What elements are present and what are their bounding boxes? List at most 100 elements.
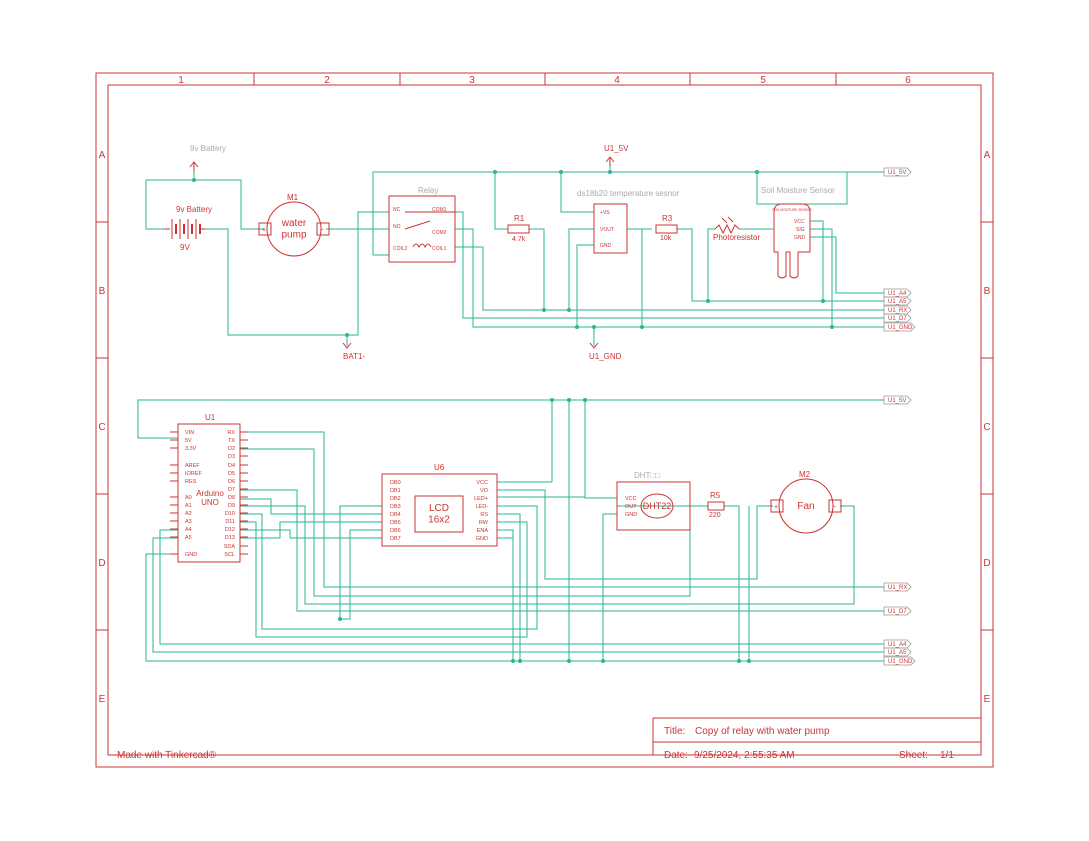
net-label-battery: 9v Battery <box>190 144 226 153</box>
arduino-pin-vin: VIN <box>185 430 194 436</box>
port-top-d7: U1_D7 <box>888 316 907 322</box>
arduino-pin-3v3: 3.3V <box>185 446 197 452</box>
grid-col-6: 6 <box>905 75 911 86</box>
relay-pin-com1: COM1 <box>432 207 447 213</box>
arduino-pin-d2: D2 <box>228 446 235 452</box>
r3-symbol <box>655 224 678 234</box>
arduino-pin-rx: RX <box>227 430 235 436</box>
junctions <box>192 170 834 663</box>
r1-ref: R1 <box>514 214 525 223</box>
arduino-pin-res: RES <box>185 479 197 485</box>
lcd-pin-ena: ENA <box>477 528 489 534</box>
relay-pin-com2: COM2 <box>432 230 447 236</box>
r1-value: 4.7k <box>512 236 526 243</box>
title-label: Title: <box>664 726 685 737</box>
dht-pin-vcc: VCC <box>625 496 637 502</box>
lcd-pin-vo: VO <box>480 488 489 494</box>
relay-title: Relay <box>418 186 438 195</box>
lcd-pin-rs: RS <box>480 512 488 518</box>
arduino-pin-a5: A5 <box>185 535 192 541</box>
fan <box>770 478 842 534</box>
dht-title: DHT□□ <box>634 471 660 480</box>
arduino-pin-aref: AREF <box>185 463 200 469</box>
battery-value: 9V <box>180 243 190 252</box>
arduino-pin-scl: SCL <box>224 552 235 558</box>
date-value: 9/25/2024, 2:55:35 AM <box>694 750 795 761</box>
port-bottom-rx: U1_RX <box>888 585 907 591</box>
arduino-pin-tx: TX <box>228 438 235 444</box>
grid-row-b-right: B <box>984 286 991 297</box>
port-bottom-5v: U1_5V <box>888 398 906 404</box>
lcd-pin-db1: DB1 <box>390 488 401 494</box>
port-top-gnd: U1_GND <box>888 325 913 331</box>
battery-title: 9v Battery <box>176 205 212 214</box>
grid-col-3: 3 <box>469 75 475 86</box>
grid-row-a-right: A <box>984 150 991 161</box>
soil-sensor-chip: SOIL MOISTURE SENSOR <box>772 208 812 212</box>
dht-chip-outline <box>640 493 674 519</box>
pump-plus: + <box>262 227 266 234</box>
arduino-pin-d13: D13 <box>225 535 235 541</box>
grid-row-d-left: D <box>98 558 105 569</box>
arduino-pin-d6: D6 <box>228 479 235 485</box>
lcd-pin-vcc: VCC <box>476 480 488 486</box>
fan-minus: − <box>832 504 836 511</box>
net-label-u1-5v: U1_5V <box>604 144 629 153</box>
relay-pin-nc: NC <box>393 207 401 213</box>
temp-pin-vs: +VS <box>600 210 610 216</box>
arduino-pin-a4: A4 <box>185 527 192 533</box>
grid-row-e-left: E <box>99 694 106 705</box>
lcd-pin-db3: DB3 <box>390 504 401 510</box>
lcd-ref: U6 <box>434 463 445 472</box>
r5-value: 220 <box>709 512 721 519</box>
lcd-body <box>381 473 498 547</box>
made-with-tinkercad: Made with Tinkercad® <box>117 750 217 761</box>
lcd-pin-led-minus: LED- <box>475 504 488 510</box>
arduino-pin-d10: D10 <box>225 511 235 517</box>
arduino-pin-d4: D4 <box>228 463 235 469</box>
dht-pin-gnd: GND <box>625 512 637 518</box>
sheet-label: Sheet: <box>899 750 928 761</box>
arduino-pin-sda: SDA <box>224 544 236 550</box>
pump-minus: − <box>320 227 324 234</box>
relay <box>388 195 456 263</box>
lcd-pin-gnd: GND <box>476 536 488 542</box>
port-top-rx: U1_RX <box>888 308 907 314</box>
grid-col-2: 2 <box>324 75 330 86</box>
dht-body <box>616 481 691 531</box>
temp-sensor-title: ds18b20 temperature sesnor <box>577 189 680 198</box>
title-block: Title: Copy of relay with water pump Dat… <box>117 717 981 761</box>
grid-row-e-right: E <box>984 694 991 705</box>
soil-sensor <box>773 203 811 279</box>
lcd-pin-db4: DB4 <box>390 512 401 518</box>
lcd-pin-db6: DB6 <box>390 528 401 534</box>
dht-chip-label: DHT22 <box>643 501 672 511</box>
arduino-pin-a3: A3 <box>185 519 192 525</box>
r5-symbol <box>707 501 725 511</box>
arduino-pin-d5: D5 <box>228 471 235 477</box>
port-flags-bottom <box>883 395 916 666</box>
arduino-pin-d3: D3 <box>228 454 235 460</box>
water-pump <box>258 201 330 257</box>
grid-row-b-left: B <box>99 286 106 297</box>
sheet-value: 1/1 <box>940 750 954 761</box>
lcd-screen <box>414 495 464 533</box>
arduino-pin-d12: D12 <box>225 527 235 533</box>
arduino-pin-d9: D9 <box>228 503 235 509</box>
fan-plus: + <box>774 504 778 511</box>
net-label-bat1-minus: BAT1- <box>343 352 365 361</box>
port-bottom-gnd: U1_GND <box>888 659 913 665</box>
fan-ref: M2 <box>799 470 811 479</box>
soil-pin-vcc: VCC <box>794 219 805 225</box>
r3-ref: R3 <box>662 214 673 223</box>
temp-pin-vout: VOUT <box>600 227 614 233</box>
net-label-u1-gnd: U1_GND <box>589 352 622 361</box>
temp-sensor-body <box>593 203 628 254</box>
lcd-pin-db0: DB0 <box>390 480 401 486</box>
soil-sensor-title: Soil Moisture Sensor <box>761 186 835 195</box>
dht-pin-out: OUT <box>625 504 637 510</box>
grid-col-4: 4 <box>614 75 620 86</box>
